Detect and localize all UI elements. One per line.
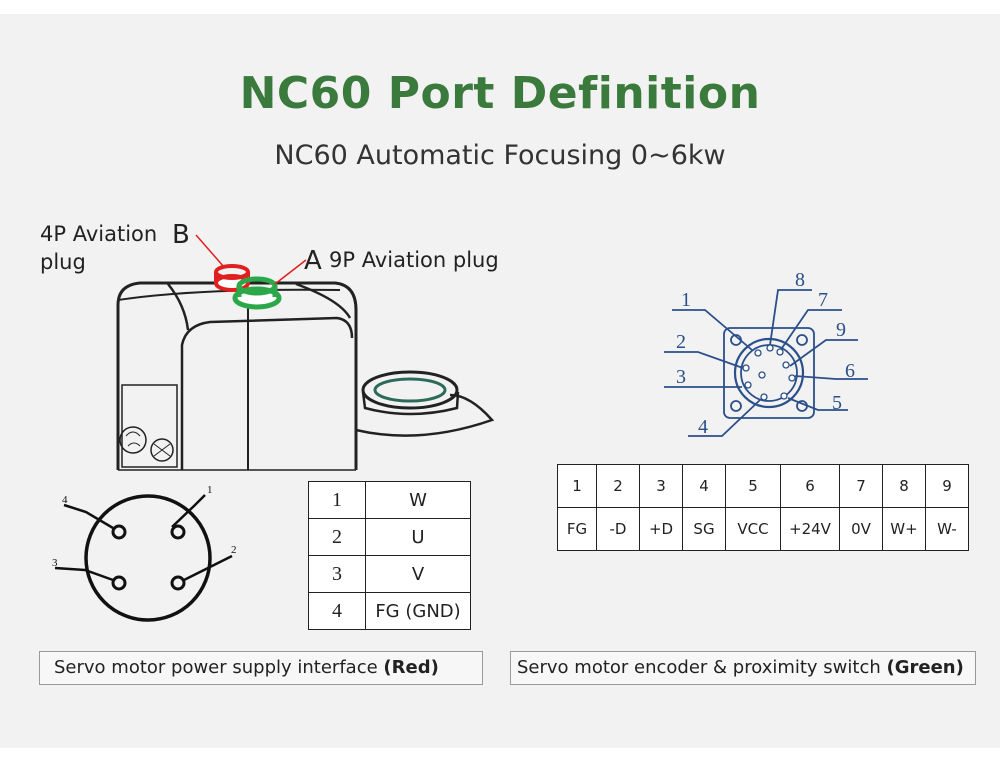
4p-pin-1 bbox=[170, 524, 186, 540]
9p-label-6: 6 bbox=[845, 360, 855, 382]
plug-b-text-line1: 4P Aviation bbox=[40, 222, 158, 246]
encoder-pin-table: 1 2 3 4 5 6 7 8 9 FG -D +D SG VCC +24V 0… bbox=[557, 464, 969, 551]
plug-b-text-line2: plug bbox=[40, 250, 86, 274]
page-title: NC60 Port Definition bbox=[239, 68, 761, 119]
background-panel bbox=[0, 14, 1000, 748]
9p-label-7: 7 bbox=[818, 289, 828, 311]
9p-label-2: 2 bbox=[676, 331, 686, 353]
table-row: 1 2 3 4 5 6 7 8 9 bbox=[557, 464, 969, 508]
4p-pin-2 bbox=[170, 575, 186, 591]
9p-connector-diagram bbox=[664, 289, 868, 437]
encoder-caption-color: (Green) bbox=[886, 657, 964, 678]
power-caption-text: Servo motor power supply interface bbox=[54, 657, 378, 678]
controller-device-illustration bbox=[116, 281, 495, 471]
4p-label-4: 4 bbox=[62, 494, 68, 506]
table-row: FG -D +D SG VCC +24V 0V W+ W- bbox=[557, 507, 969, 551]
encoder-caption: Servo motor encoder & proximity switch (… bbox=[510, 651, 976, 685]
4p-label-2: 2 bbox=[231, 544, 237, 556]
plug-b-red-icon bbox=[214, 264, 250, 292]
4p-label-1: 1 bbox=[207, 484, 213, 496]
plug-b-description: 4P Aviation plug bbox=[40, 220, 157, 276]
9p-label-3: 3 bbox=[676, 366, 686, 388]
9p-label-5: 5 bbox=[832, 392, 842, 414]
4p-pin-3 bbox=[111, 575, 127, 591]
power-caption-color: (Red) bbox=[383, 657, 439, 678]
leader-line-a bbox=[274, 259, 307, 285]
9p-label-4: 4 bbox=[698, 416, 708, 438]
4p-connector-diagram bbox=[54, 494, 233, 622]
9p-label-8: 8 bbox=[795, 269, 805, 291]
9p-label-9: 9 bbox=[836, 319, 846, 341]
plug-a-green-icon bbox=[232, 276, 282, 310]
plug-b-letter: B bbox=[172, 220, 190, 250]
4p-pin-4 bbox=[111, 524, 127, 540]
leader-line-b bbox=[195, 234, 225, 268]
plug-a-description: 9P Aviation plug bbox=[329, 248, 499, 272]
encoder-caption-text: Servo motor encoder & proximity switch bbox=[517, 657, 881, 678]
9p-label-1: 1 bbox=[681, 289, 691, 311]
4p-label-3: 3 bbox=[52, 557, 58, 569]
page-subtitle: NC60 Automatic Focusing 0~6kw bbox=[274, 140, 726, 171]
plug-a-letter: A bbox=[304, 246, 322, 276]
power-caption: Servo motor power supply interface (Red) bbox=[39, 651, 483, 685]
